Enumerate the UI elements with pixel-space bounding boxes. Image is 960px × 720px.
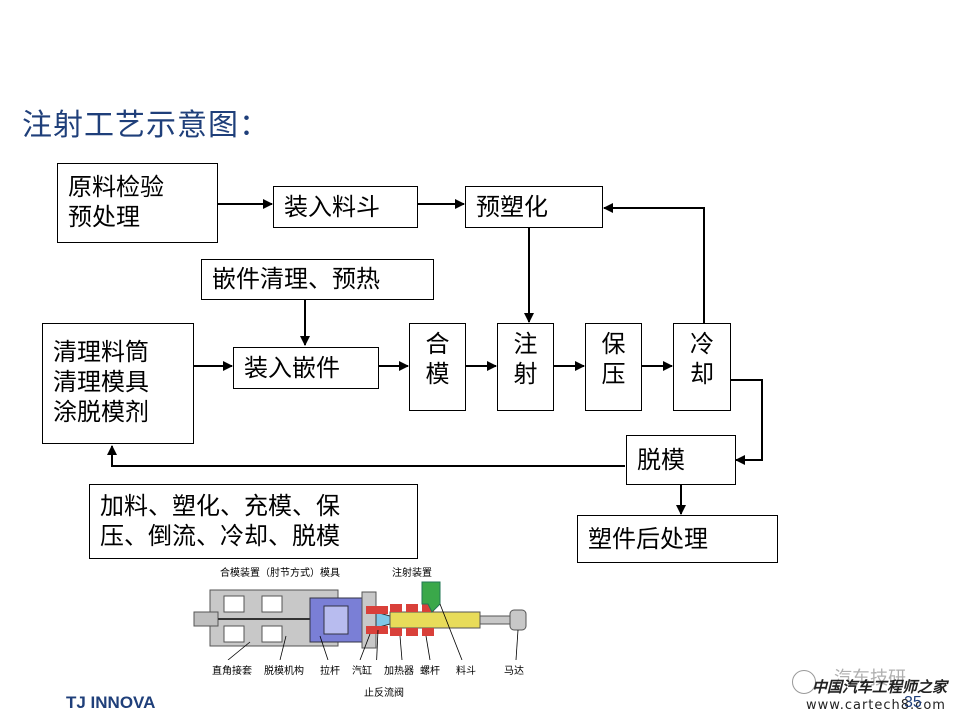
box-clean-barrel-label: 清理料筒 清理模具 涂脱模剂 (53, 338, 149, 426)
box-raw-material-label: 原料检验 预处理 (68, 173, 164, 231)
machine-label-injection-unit: 注射装置 (392, 568, 432, 579)
box-post-process-label: 塑件后处理 (588, 525, 708, 553)
watermark-cn: 中国汽车工程师之家 (812, 678, 948, 696)
machine-label-check-valve: 止反流阀 (364, 688, 404, 699)
box-process-list-label: 加料、塑化、充模、保 压、倒流、冷却、脱模 (100, 492, 340, 550)
arrow-demold-to-cleanbarrel (107, 445, 625, 467)
box-hold-pressure-label: 保 压 (601, 330, 626, 388)
box-post-process: 塑件后处理 (577, 515, 778, 563)
box-load-insert: 装入嵌件 (233, 347, 379, 389)
box-process-list: 加料、塑化、充模、保 压、倒流、冷却、脱模 (89, 484, 418, 559)
machine-label-cylinder: 汽缸 (352, 666, 372, 677)
machine-label-clamp-unit: 合模装置（肘节方式）模具 (220, 568, 340, 579)
box-preplasticize-label: 预塑化 (476, 193, 548, 221)
box-demold-label: 脱模 (637, 446, 685, 474)
arrow-cool-to-preplasticize (603, 203, 705, 323)
box-load-insert-label: 装入嵌件 (244, 354, 340, 382)
arrow-cool-to-demold (731, 379, 763, 465)
box-clamp: 合 模 (409, 323, 466, 411)
box-demold: 脱模 (626, 435, 736, 485)
page-number: 35 (904, 694, 922, 711)
box-inject: 注 射 (497, 323, 554, 411)
page-title: 注射工艺示意图： (22, 108, 270, 143)
machine-label-tie-bar: 拉杆 (320, 666, 340, 677)
box-inject-label: 注 射 (513, 330, 538, 388)
box-clamp-label: 合 模 (425, 330, 450, 388)
box-raw-material: 原料检验 预处理 (57, 163, 218, 243)
machine-label-heater: 加热器 (384, 666, 414, 677)
machine-label-screw: 螺杆 (420, 666, 440, 677)
footer-brand: TJ INNOVA (66, 693, 156, 712)
machine-label-corner-sleeve: 直角接套 (212, 666, 252, 677)
watermark-top: 汽车技研 (834, 668, 906, 689)
box-cool: 冷 却 (673, 323, 731, 411)
box-insert-clean-label: 嵌件清理、预热 (212, 265, 380, 293)
injection-machine-diagram (193, 581, 527, 660)
box-clean-barrel: 清理料筒 清理模具 涂脱模剂 (42, 323, 194, 444)
box-insert-clean: 嵌件清理、预热 (201, 259, 434, 300)
box-load-hopper: 装入料斗 (273, 186, 418, 228)
machine-label-hopper: 料斗 (456, 666, 476, 677)
box-preplasticize: 预塑化 (465, 186, 603, 228)
box-hold-pressure: 保 压 (585, 323, 642, 411)
wechat-logo-icon (792, 670, 816, 694)
machine-label-ejector: 脱模机构 (264, 666, 304, 677)
machine-label-motor: 马达 (504, 666, 524, 677)
box-cool-label: 冷 却 (690, 330, 714, 388)
box-load-hopper-label: 装入料斗 (284, 193, 380, 221)
watermark-url: www.cartech8.com (806, 698, 946, 713)
